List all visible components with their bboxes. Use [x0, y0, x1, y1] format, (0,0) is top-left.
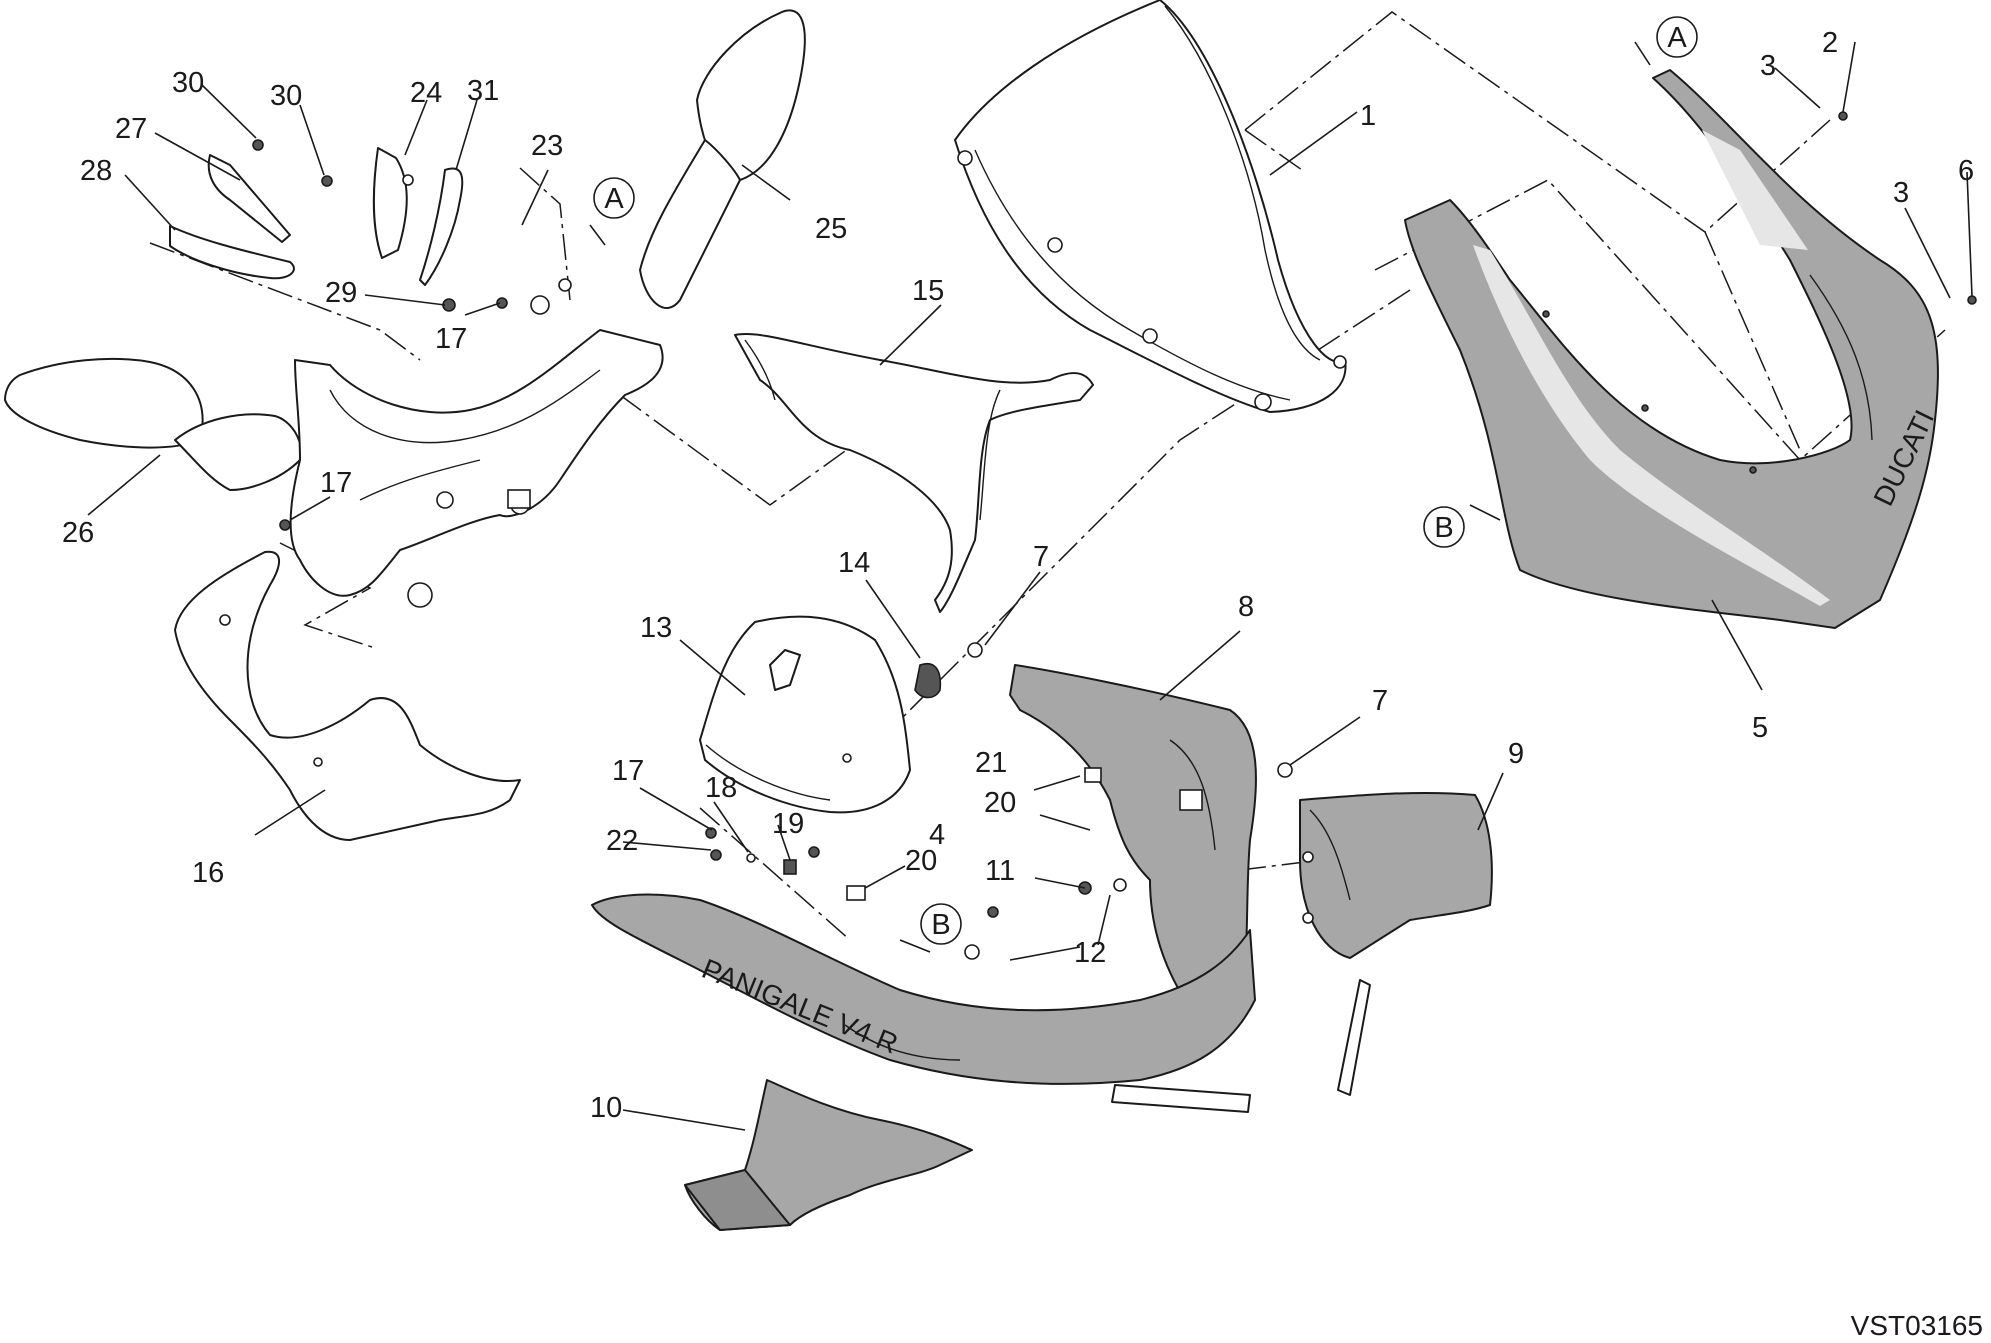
callout-30-left: 30 — [172, 67, 204, 99]
part-16-lower-panel — [174, 550, 521, 841]
drawing-code: VST03165 — [1851, 1310, 1983, 1341]
callout-numbers: 1 2 3 3 6 5 7 7 8 9 10 11 12 13 14 15 16… — [62, 27, 1974, 1124]
part-8-inner-duct — [1009, 664, 1257, 1001]
part-14-emblem — [914, 663, 942, 699]
callout-25: 25 — [815, 213, 847, 245]
callout-20-lower: 20 — [905, 845, 937, 877]
callout-26: 26 — [62, 517, 94, 549]
callout-21: 21 — [975, 747, 1007, 779]
ref-mark-a-left-label: A — [604, 183, 624, 215]
callout-30-right: 30 — [270, 80, 302, 112]
callout-17-upper: 17 — [435, 323, 467, 355]
callout-27: 27 — [115, 113, 147, 145]
callout-3-upper: 3 — [1760, 50, 1776, 82]
callout-23: 23 — [531, 130, 563, 162]
callout-10: 10 — [590, 1092, 622, 1124]
callout-17-lower: 17 — [612, 755, 644, 787]
callout-7-upper: 7 — [1033, 541, 1049, 573]
callout-2: 2 — [1822, 27, 1838, 59]
part-10-lower-deflector — [684, 1079, 973, 1231]
callout-29: 29 — [325, 277, 357, 309]
part-9-side-vent — [1299, 791, 1493, 959]
callout-4: 4 — [929, 819, 945, 851]
callout-18: 18 — [705, 772, 737, 804]
reference-marks: A A B B — [589, 16, 1698, 953]
callout-9: 9 — [1508, 738, 1524, 770]
callout-1: 1 — [1360, 100, 1376, 132]
callout-20-upper: 20 — [984, 787, 1016, 819]
callout-6: 6 — [1958, 155, 1974, 187]
ref-mark-a-left — [593, 177, 635, 219]
part-26-left-mirror — [4, 357, 302, 491]
callout-28: 28 — [80, 155, 112, 187]
ref-mark-b-right-label: B — [1434, 512, 1453, 544]
callout-8: 8 — [1238, 591, 1254, 623]
callout-11: 11 — [985, 855, 1015, 887]
callout-12: 12 — [1074, 937, 1106, 969]
callout-13: 13 — [640, 612, 672, 644]
callout-22: 22 — [606, 825, 638, 857]
front-subframe — [289, 147, 664, 608]
callout-3-lower: 3 — [1893, 177, 1909, 209]
callout-17-left: 17 — [320, 467, 352, 499]
leader-lines — [87, 41, 1973, 1131]
ref-mark-a-right-label: A — [1667, 22, 1687, 54]
ref-mark-b-right — [1423, 506, 1465, 548]
part-1-windscreen — [954, 0, 1347, 413]
callout-5: 5 — [1752, 712, 1768, 744]
callout-14: 14 — [838, 547, 870, 579]
part-5-upper-fairing: DUCATI — [1404, 69, 1940, 629]
callout-24: 24 — [410, 77, 442, 109]
fasteners — [252, 111, 1977, 960]
loose-trim-strips — [1111, 979, 1371, 1113]
callout-16: 16 — [192, 857, 224, 889]
callout-7-lower: 7 — [1372, 685, 1388, 717]
callout-15: 15 — [912, 275, 944, 307]
part-27-28-bracket — [169, 154, 295, 280]
part-15-inner-panel — [734, 333, 1094, 613]
ref-mark-a-right — [1656, 16, 1698, 58]
callout-19: 19 — [772, 808, 804, 840]
part-13-headlight-cover — [699, 615, 911, 814]
ref-mark-b-left-label: B — [931, 909, 950, 941]
ref-mark-b-left — [920, 903, 962, 945]
callout-31: 31 — [467, 75, 499, 107]
part-25-right-mirror — [639, 9, 806, 310]
